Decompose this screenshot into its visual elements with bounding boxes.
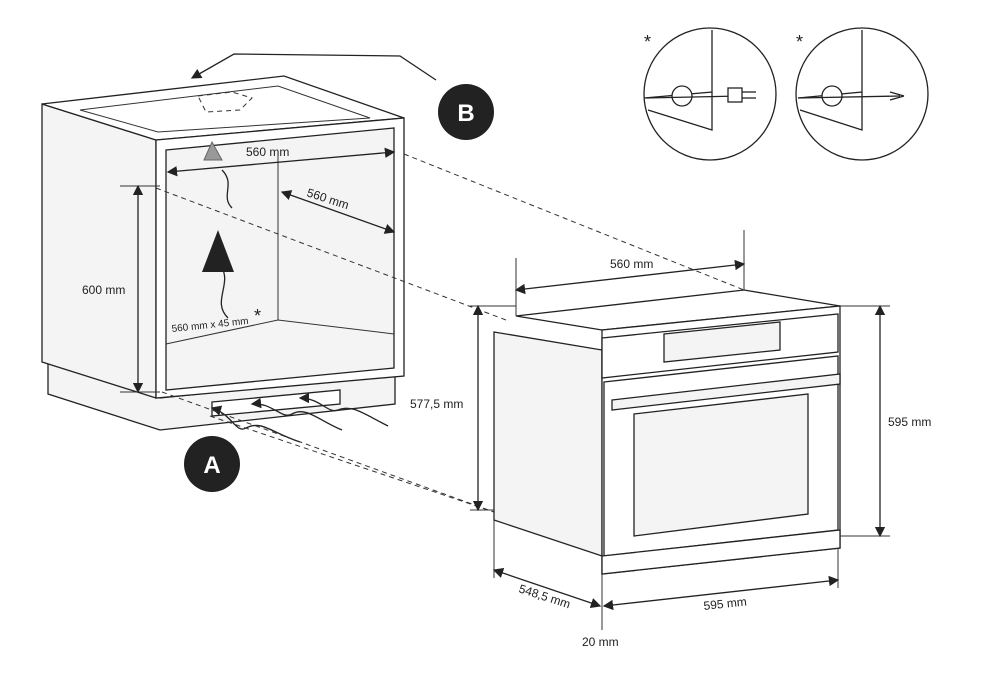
detail-cable-connection: [795, 27, 929, 161]
oven: [493, 289, 841, 575]
oven-handle: [611, 373, 841, 411]
cabinet: [41, 75, 405, 431]
oven-depth-label: 548,5 mm: [517, 582, 572, 612]
oven-side: [493, 331, 603, 557]
cabinet-dimensions: [120, 147, 396, 394]
badge-a-label: A: [203, 452, 220, 479]
badge-b-label: B: [457, 100, 474, 127]
oven-front-offset-label: 20 mm: [582, 635, 619, 649]
oven-window: [633, 393, 809, 537]
oven-dimensions: [470, 230, 890, 630]
detail-star-left: *: [644, 32, 651, 52]
oven-display: [663, 321, 781, 363]
oven-bottom-trim: [601, 529, 841, 575]
projection-lines: [155, 153, 745, 513]
cabinet-left-side: [41, 103, 157, 399]
detail-plug-connection: [643, 27, 777, 161]
badge-a: A: [184, 436, 240, 492]
detail-star-right: *: [796, 32, 803, 52]
cabinet-vent-star: *: [254, 306, 261, 326]
cabinet-width-label: 560 mm: [246, 145, 289, 159]
arrow-to-top: [190, 53, 437, 81]
oven-top-width-label: 560 mm: [610, 257, 653, 271]
cabinet-opening: [165, 127, 395, 391]
oven-front-width-label: 595 mm: [703, 595, 748, 613]
cabinet-height-label: 600 mm: [82, 283, 125, 297]
badge-b: B: [438, 84, 494, 140]
oven-outer-height-label: 595 mm: [888, 415, 931, 429]
oven-inner-height-label: 577,5 mm: [410, 397, 463, 411]
